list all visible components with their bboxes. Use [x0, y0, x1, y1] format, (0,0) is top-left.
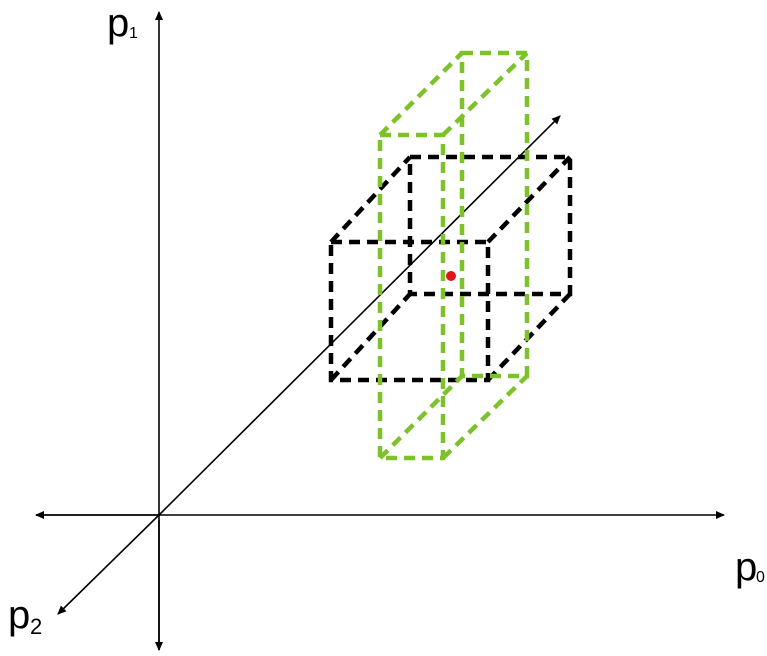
p0-label: p 0 [735, 545, 765, 589]
green-dashed-box [377, 50, 530, 461]
black-dashed-box [328, 154, 573, 383]
p1-label: p 1 [107, 1, 138, 45]
p2-axis-front-arrow [57, 514, 160, 615]
p0-label-main: p [735, 545, 757, 589]
p1-label-sub: 1 [129, 25, 138, 42]
p2-axis [158, 115, 561, 516]
center-point [446, 271, 456, 281]
p2-label: p 2 [8, 593, 42, 639]
p0-label-sub: 0 [756, 569, 765, 586]
p1-label-main: p [107, 1, 129, 45]
p2-label-main: p [8, 593, 30, 637]
p2-label-sub: 2 [30, 614, 42, 639]
